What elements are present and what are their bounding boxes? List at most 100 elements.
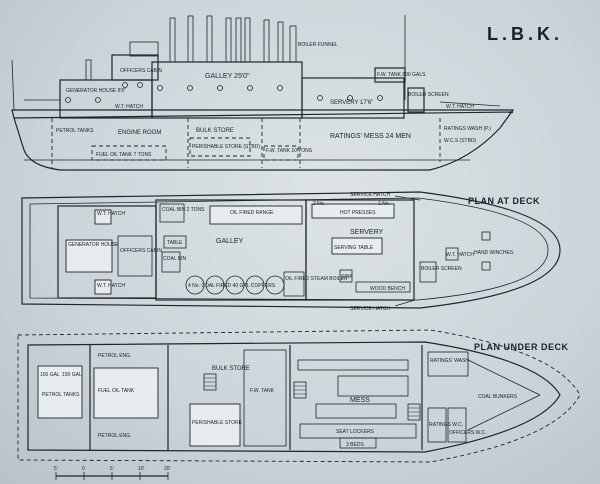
wood-bench-box — [355, 281, 411, 293]
label-galley-elev: GALLEY 25'0" — [205, 73, 250, 80]
hand-winch — [481, 231, 491, 241]
label-engine-room: ENGINE ROOM — [118, 130, 161, 136]
service-hatch-arrow — [394, 195, 421, 201]
steam-boiler-box — [283, 271, 305, 297]
label-ratings-wash-elev: RATINGS WASH (P.) — [444, 126, 491, 132]
label-wt-hatch-aft: W.T. HATCH — [115, 104, 143, 110]
funnel — [187, 15, 194, 63]
officers-wc-box — [447, 407, 467, 443]
label-generator-house-deck: GENERATOR HOUSE — [68, 242, 119, 248]
ladder-2 — [293, 381, 307, 399]
perishable-store-outline — [189, 137, 251, 157]
plan-under-deck: PLAN UNDER DECK PET — [17, 329, 581, 463]
label-sink: SINK — [341, 274, 353, 280]
deck-hull-outline — [21, 191, 561, 309]
label-wt-hatch-1: W.T. HATCH — [97, 211, 125, 217]
label-bulk-store-elev: BULK STORE — [196, 128, 234, 134]
fuel-oil-tank-outline — [91, 145, 167, 161]
petrol-tanks-box — [37, 365, 83, 419]
coal-bin-box — [159, 203, 185, 223]
label-galley-deck: GALLEY — [216, 238, 244, 245]
cabin-top — [129, 41, 159, 57]
perishable-store-box — [189, 403, 241, 447]
heading-plan-under-deck: PLAN UNDER DECK — [474, 342, 569, 352]
plan-at-deck: PLAN AT DECK W.T. HATCH W. — [21, 191, 561, 312]
scale-label: 0 — [82, 466, 85, 472]
label-one-no: 1 No. — [378, 201, 390, 207]
funnel — [225, 17, 232, 63]
mess-shelf — [297, 359, 409, 371]
fuel-oil-tank-box — [93, 367, 159, 419]
funnel — [169, 17, 176, 63]
mess-table-2 — [315, 403, 397, 419]
label-officers-cabin-elev: OFFICERS CABIN — [120, 68, 162, 74]
label-boiler-funnel: BOILER FUNNEL — [298, 42, 338, 48]
label-fuel-oil-tank-elev: FUEL OIL TANK 7 TONS — [96, 152, 152, 158]
servery-deckhouse — [305, 199, 415, 301]
under-deck-hull-outline — [17, 329, 581, 463]
hull-profile — [11, 109, 515, 171]
label-bulk-store-under: BULK STORE — [212, 366, 250, 372]
label-wt-hatch-fwd-deck: W.T. HATCH — [446, 252, 474, 258]
fore-rail — [439, 101, 501, 107]
label-wcs-elev: W.C.S (STBD) — [444, 138, 477, 144]
label-mess: MESS — [350, 397, 370, 404]
label-servery-elev: SERVERY 17'6" — [330, 100, 373, 106]
label-perishable-store-under: PERISHABLE STORE — [192, 420, 243, 426]
heading-plan-at-deck: PLAN AT DECK — [468, 196, 540, 206]
label-wood-bench: WOOD BENCH — [370, 286, 405, 292]
officers-cabin-block — [111, 54, 159, 81]
funnel — [263, 19, 270, 63]
funnels — [85, 15, 297, 81]
label-two-no: 2 No. — [313, 201, 325, 207]
label-wt-hatch-2: W.T. HATCH — [97, 283, 125, 289]
label-coal-bin-small: COAL BIN — [163, 256, 187, 262]
scale-label: 5' — [54, 466, 58, 472]
label-three-beds: 3 BEDS — [346, 442, 364, 448]
ratings-wc-box — [427, 407, 447, 443]
label-boiler-screen-elev: BOILER SCREEN — [408, 92, 449, 98]
ladder-1 — [203, 373, 217, 391]
label-wt-hatch-fwd: W.T. HATCH — [446, 104, 474, 110]
label-service-hatch-bottom: SERVICE HATCH — [350, 306, 390, 312]
wt-hatch-1 — [94, 209, 112, 225]
deck-line — [13, 111, 514, 119]
officers-cabin — [117, 235, 153, 277]
servery-block — [301, 77, 405, 119]
label-petrol-tanks-under: PETROL TANKS — [42, 392, 80, 398]
drawing-title: L.B.K. — [487, 24, 563, 44]
fw-tank-box — [243, 349, 287, 447]
ladder-3 — [407, 403, 421, 421]
portholes — [65, 82, 383, 103]
generator-house-block — [59, 79, 153, 119]
funnel — [244, 17, 251, 63]
fw-tank-outline — [263, 145, 299, 161]
label-fuel-oil-tank-under: FUEL OIL TANK — [98, 388, 135, 394]
funnel — [206, 15, 213, 63]
label-hand-winches: HAND WINCHES — [474, 250, 514, 256]
wt-hatch-2 — [94, 279, 112, 295]
coppers — [185, 275, 285, 295]
generator-house — [65, 239, 113, 273]
label-hot-presses: HOT PRESSES — [340, 210, 376, 216]
label-coal-bunkers: COAL BUNKERS — [478, 394, 518, 400]
label-officers-wc: OFFICERS W.C. — [449, 430, 487, 436]
scale-label: 10' — [138, 466, 145, 472]
label-petrol-eng-bottom: PETROL ENG. — [98, 433, 131, 439]
table-box — [163, 235, 187, 249]
funnel — [235, 17, 242, 63]
three-beds-box — [339, 437, 377, 449]
label-petrol-eng-top: PETROL ENG. — [98, 353, 131, 359]
label-table: TABLE — [167, 240, 183, 246]
mess-table — [337, 375, 409, 397]
label-fw-tank-top: F.W. TANK 800 GALS — [377, 72, 426, 78]
serving-table — [331, 237, 383, 255]
scale-bar: 5' 0 5' 10' 20' — [54, 466, 171, 480]
label-fw-tank-under: F.W. TANK — [250, 388, 275, 394]
generator-exhaust — [85, 59, 92, 81]
ratings-wash-box — [427, 351, 469, 377]
label-fw-tank-elev: F.W. TANK 10 TONS — [266, 148, 313, 154]
label-150-gal-1: 150 GAL — [40, 372, 60, 378]
